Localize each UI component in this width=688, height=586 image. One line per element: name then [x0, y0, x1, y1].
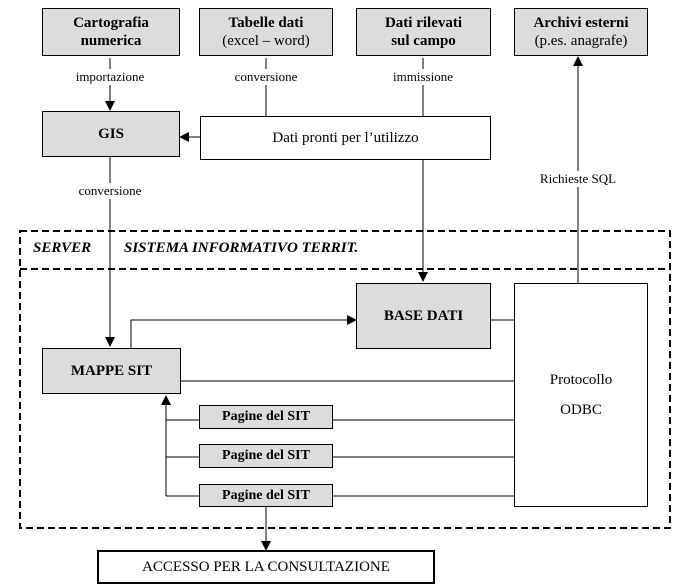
label-importazione: importazione — [75, 69, 145, 85]
rilevati-line2: sul campo — [391, 33, 456, 49]
arrow-mappe-base — [130, 315, 357, 348]
tabelle-line2: (excel – word) — [222, 33, 310, 49]
base-dati-label: BASE DATI — [383, 308, 464, 324]
cartografia-numerica-box: Cartografia numerica — [42, 8, 180, 56]
protocollo-line2: ODBC — [560, 402, 602, 418]
rilevati-line1: Dati rilevati — [384, 15, 463, 31]
label-conversione-gis: conversione — [78, 183, 142, 199]
pagine-sit-box-1: Pagine del SIT — [199, 405, 333, 429]
mappe-sit-box: MAPPE SIT — [42, 348, 181, 394]
label-immissione: immissione — [393, 69, 453, 85]
dati-pronti-box: Dati pronti per l’utilizzo — [200, 116, 491, 160]
server-frame — [19, 230, 671, 529]
pagine-sit-label: Pagine del SIT — [222, 487, 310, 503]
gis-box: GIS — [42, 111, 180, 157]
label-richieste-sql: Richieste SQL — [539, 171, 617, 187]
pagine-sit-box-2: Pagine del SIT — [199, 444, 333, 468]
gis-label: GIS — [98, 126, 124, 142]
accesso-label: ACCESSO PER LA CONSULTAZIONE — [142, 559, 390, 575]
pagine-sit-box-3: Pagine del SIT — [199, 484, 333, 507]
archivi-line1: Archivi esterni — [533, 15, 629, 31]
protocollo-line1: Protocollo — [549, 372, 613, 388]
base-dati-box: BASE DATI — [356, 283, 491, 349]
pagine-sit-label: Pagine del SIT — [222, 409, 310, 424]
accesso-consultazione-box: ACCESSO PER LA CONSULTAZIONE — [97, 550, 435, 584]
archivi-line2: (p.es. anagrafe) — [534, 33, 628, 49]
tabelle-dati-box: Tabelle dati (excel – word) — [199, 8, 333, 56]
server-label: SERVER — [33, 240, 92, 256]
dati-pronti-label: Dati pronti per l’utilizzo — [272, 130, 419, 146]
pagine-sit-label: Pagine del SIT — [222, 448, 310, 463]
tabelle-line1: Tabelle dati — [228, 15, 304, 31]
server-title: SISTEMA INFORMATIVO TERRIT. — [124, 240, 359, 256]
dati-rilevati-box: Dati rilevati sul campo — [356, 8, 491, 56]
cartografia-line2: numerica — [80, 33, 142, 49]
label-conversione-top: conversione — [234, 69, 298, 85]
cartografia-line1: Cartografia — [73, 15, 149, 31]
protocollo-odbc-box: Protocollo ODBC — [514, 283, 648, 507]
archivi-esterni-box: Archivi esterni (p.es. anagrafe) — [514, 8, 648, 56]
mappe-sit-label: MAPPE SIT — [70, 363, 153, 379]
